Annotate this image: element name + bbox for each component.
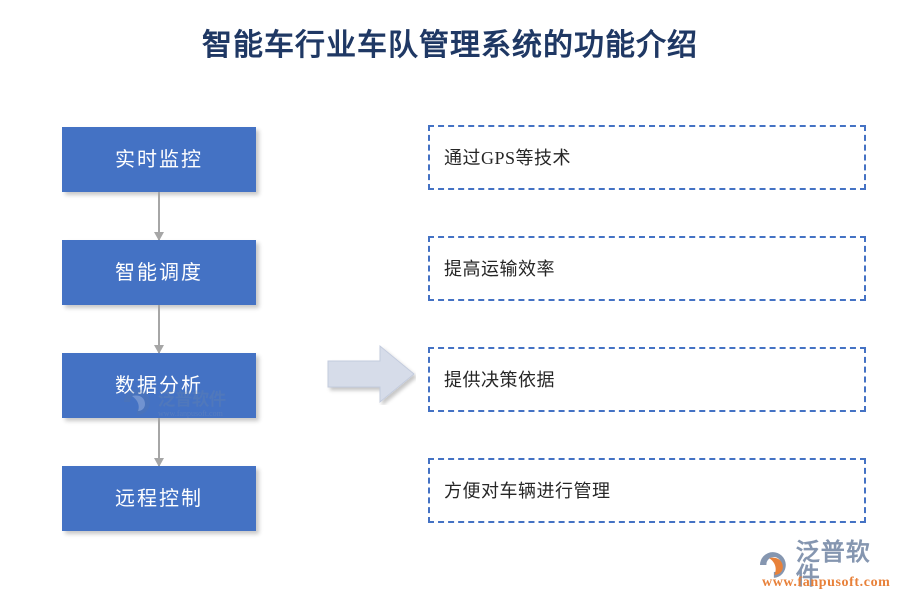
flow-connector-arrow xyxy=(154,192,164,241)
note-box[interactable]: 通过GPS等技术 xyxy=(428,125,866,190)
flow-step-box[interactable]: 远程控制 xyxy=(62,466,256,531)
flow-step-box[interactable]: 数据分析 xyxy=(62,353,256,418)
brand-name: 泛普软件 xyxy=(795,539,871,590)
note-box[interactable]: 方便对车辆进行管理 xyxy=(428,458,866,523)
flow-connector-arrow xyxy=(154,305,164,354)
note-label: 方便对车辆进行管理 xyxy=(444,480,611,501)
page-title: 智能车行业车队管理系统的功能介绍 xyxy=(202,29,698,62)
brand-url: www.fanpusoft.com xyxy=(762,575,891,590)
note-box[interactable]: 提供决策依据 xyxy=(428,347,866,412)
arrow-down-icon xyxy=(154,232,164,241)
note-label: 提高运输效率 xyxy=(444,258,555,279)
note-label: 提供决策依据 xyxy=(444,369,555,390)
fanpu-logo-icon xyxy=(759,552,786,578)
flow-step-box[interactable]: 智能调度 xyxy=(62,240,256,305)
notes-column: 通过GPS等技术 提高运输效率 提供决策依据 方便对车辆进行管理 xyxy=(428,125,868,535)
arrow-down-icon xyxy=(154,458,164,467)
process-flow-column: 实时监控 智能调度 数据分析 远程控制 xyxy=(62,127,258,531)
flow-step-label: 远程控制 xyxy=(115,487,203,510)
flow-connector-arrow xyxy=(154,418,164,467)
flow-step-label: 数据分析 xyxy=(115,374,203,397)
flow-step-box[interactable]: 实时监控 xyxy=(62,127,256,192)
note-label: 通过GPS等技术 xyxy=(444,147,572,168)
right-arrow-icon xyxy=(327,344,415,404)
arrow-down-icon xyxy=(154,345,164,354)
brand-row: 泛普软件 xyxy=(757,541,895,589)
brand-logo: 泛普软件 www.fanpusoft.com xyxy=(757,541,895,593)
flow-step-label: 智能调度 xyxy=(115,261,203,284)
note-box[interactable]: 提高运输效率 xyxy=(428,236,866,301)
flow-step-label: 实时监控 xyxy=(115,148,203,171)
